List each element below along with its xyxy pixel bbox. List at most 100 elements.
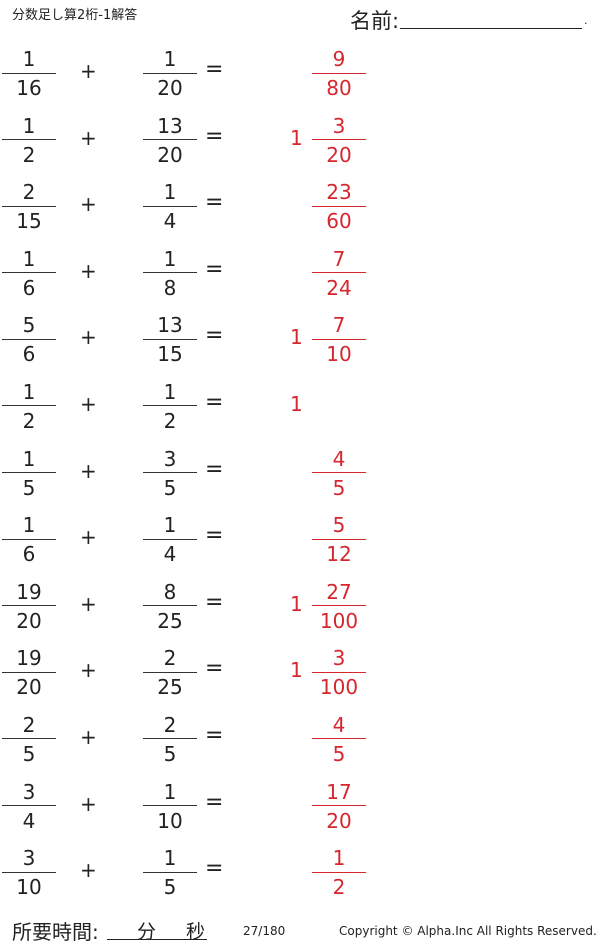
denominator: 5 xyxy=(163,741,177,766)
fraction-bar xyxy=(2,671,56,673)
plus-sign: + xyxy=(80,458,97,483)
numerator: 1 xyxy=(22,379,36,404)
name-dot: . xyxy=(584,14,588,27)
copyright: Copyright © Alpha.Inc All Rights Reserve… xyxy=(339,924,597,938)
equals-sign: = xyxy=(205,389,224,415)
denominator: 4 xyxy=(22,808,36,833)
denominator: 6 xyxy=(22,275,36,300)
fraction-bar xyxy=(2,205,56,207)
fraction-bar xyxy=(2,272,56,274)
fraction-bar xyxy=(143,205,197,207)
fraction-bar xyxy=(2,472,56,474)
numerator: 3 xyxy=(22,779,36,804)
fraction-bar xyxy=(312,805,366,807)
equals-sign: = xyxy=(205,323,224,349)
fraction-bar xyxy=(312,871,366,873)
fraction-bar xyxy=(143,605,197,607)
denominator: 100 xyxy=(319,608,359,633)
denominator: 20 xyxy=(326,808,352,833)
fraction-bar xyxy=(143,139,197,141)
numerator: 3 xyxy=(163,446,177,471)
numerator: 1 xyxy=(163,779,177,804)
denominator: 15 xyxy=(16,209,42,234)
fraction-bar xyxy=(143,871,197,873)
footer: 所要時間: 分 秒 27/180 Copyright © Alpha.Inc A… xyxy=(0,914,600,944)
plus-sign: + xyxy=(80,391,97,416)
plus-sign: + xyxy=(80,325,97,350)
fraction-bar xyxy=(312,738,366,740)
plus-sign: + xyxy=(80,791,97,816)
denominator: 2 xyxy=(22,142,36,167)
plus-sign: + xyxy=(80,125,97,150)
fraction-bar xyxy=(2,72,56,74)
time-underline[interactable] xyxy=(107,939,207,940)
denominator: 20 xyxy=(157,76,183,100)
numerator: 9 xyxy=(332,47,346,71)
fraction-bar xyxy=(143,671,197,673)
denominator: 80 xyxy=(326,76,352,100)
fraction-bar xyxy=(312,538,366,540)
denominator: 20 xyxy=(16,675,42,700)
denominator: 20 xyxy=(16,608,42,633)
equals-sign: = xyxy=(205,856,224,882)
denominator: 24 xyxy=(326,275,352,300)
numerator: 1 xyxy=(22,246,36,271)
fraction-bar xyxy=(143,805,197,807)
numerator: 1 xyxy=(163,47,177,71)
denominator: 2 xyxy=(163,408,177,433)
denominator: 20 xyxy=(157,142,183,167)
name-underline xyxy=(400,28,582,29)
numerator: 1 xyxy=(163,180,177,205)
numerator: 1 xyxy=(22,446,36,471)
fraction-bar xyxy=(143,72,197,74)
denominator: 20 xyxy=(326,142,352,167)
fraction-bar xyxy=(312,671,366,673)
fraction-bar xyxy=(312,72,366,74)
answer-whole-number: 1 xyxy=(290,391,303,416)
fraction-bar xyxy=(2,139,56,141)
denominator: 4 xyxy=(163,542,177,567)
answer-whole-number: 1 xyxy=(290,325,303,350)
plus-sign: + xyxy=(80,858,97,883)
numerator: 8 xyxy=(163,579,177,604)
fraction-bar xyxy=(312,605,366,607)
fraction-bar xyxy=(143,405,197,407)
denominator: 5 xyxy=(163,875,177,900)
numerator: 3 xyxy=(22,846,36,871)
numerator: 1 xyxy=(22,47,36,71)
equals-sign: = xyxy=(205,722,224,748)
answer-whole-number: 1 xyxy=(290,658,303,683)
denominator: 25 xyxy=(157,608,183,633)
numerator: 17 xyxy=(326,779,352,804)
numerator: 1 xyxy=(163,846,177,871)
denominator: 6 xyxy=(22,542,36,567)
name-label: 名前: xyxy=(350,9,400,33)
denominator: 15 xyxy=(157,342,183,367)
name-field[interactable]: 名前: . xyxy=(350,3,590,33)
equals-sign: = xyxy=(205,589,224,615)
